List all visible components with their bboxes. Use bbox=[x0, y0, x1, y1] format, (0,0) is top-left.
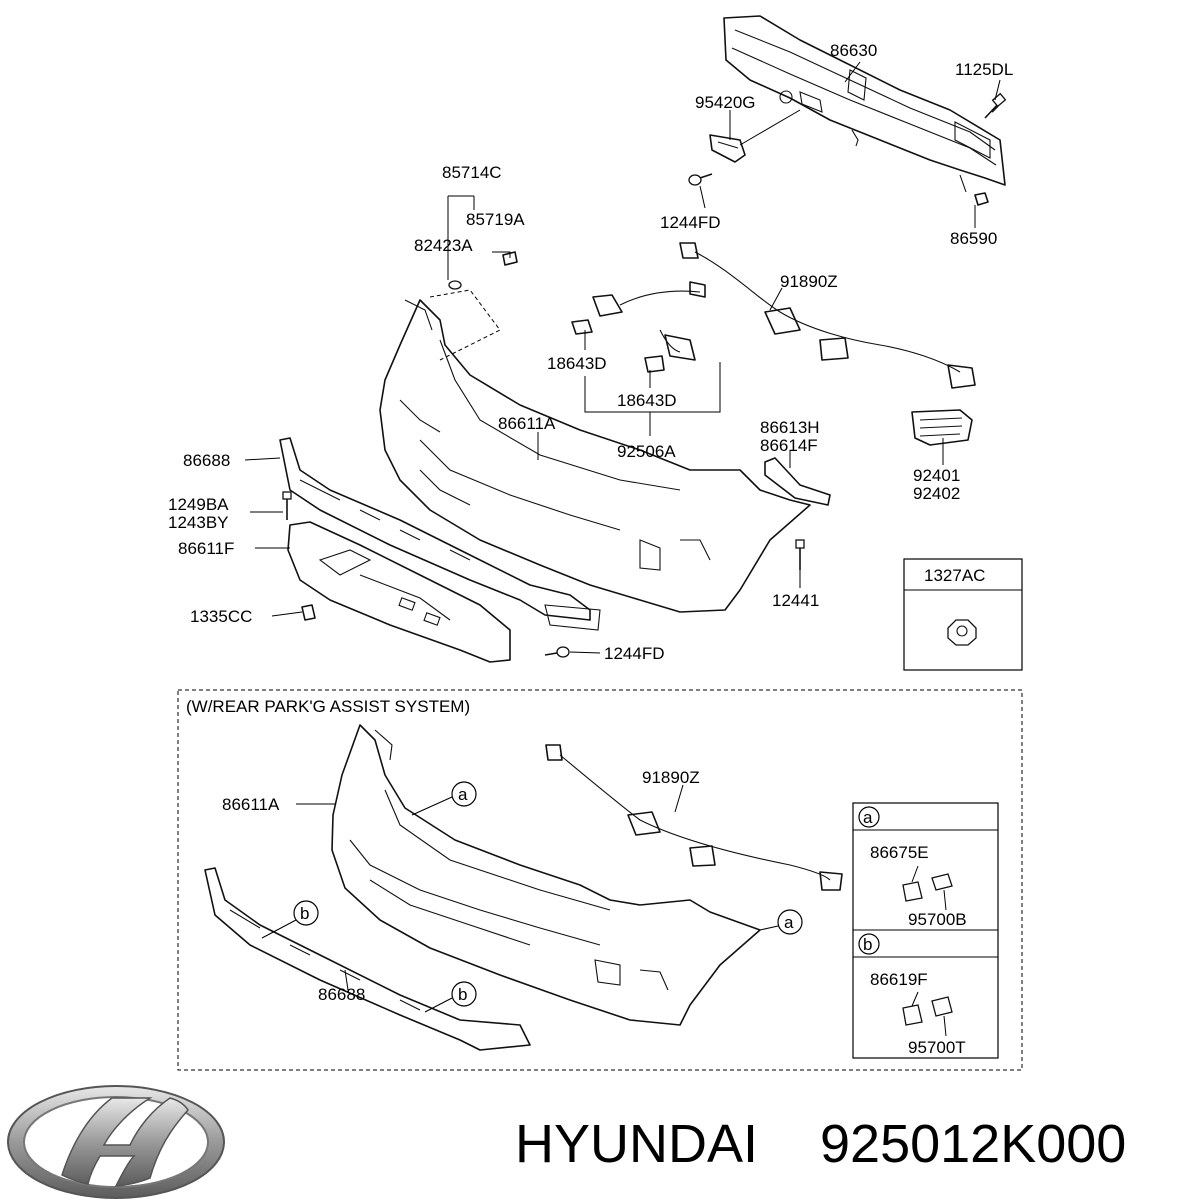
label-1243by: 1243BY bbox=[168, 513, 229, 532]
sensor-95700b-icon bbox=[931, 873, 953, 891]
label-1244fd-bottom: 1244FD bbox=[604, 644, 664, 663]
label-95700t: 95700T bbox=[908, 1038, 966, 1057]
label-1249ba: 1249BA bbox=[168, 495, 229, 514]
lower-trim-86688-part bbox=[279, 437, 591, 621]
bolt-1249ba-part bbox=[282, 491, 292, 520]
rear-bumper-bottom-part bbox=[331, 724, 761, 1026]
clip-82423a-part bbox=[448, 280, 462, 290]
screw-1244fd-top-part bbox=[688, 173, 713, 186]
label-92402: 92402 bbox=[913, 484, 960, 503]
screw-1244fd-bottom-part bbox=[544, 646, 570, 658]
label-91890z-top: 91890Z bbox=[780, 272, 838, 291]
nut-86590-part bbox=[974, 192, 989, 206]
label-85719a: 85719A bbox=[466, 210, 525, 229]
label-85714c: 85714C bbox=[442, 163, 502, 182]
bracket-86675e-icon bbox=[902, 881, 923, 902]
nut-1327ac-box: 1327AC bbox=[903, 558, 1023, 671]
leader-lines-top bbox=[244, 61, 1001, 654]
label-86614f: 86614F bbox=[760, 436, 818, 455]
label-86590: 86590 bbox=[950, 229, 997, 248]
label-1335cc: 1335CC bbox=[190, 607, 252, 626]
svg-text:b: b bbox=[300, 904, 309, 923]
label-92401: 92401 bbox=[913, 466, 960, 485]
section-title: (W/REAR PARK'G ASSIST SYSTEM) bbox=[186, 697, 470, 716]
screw-12441-part bbox=[795, 539, 805, 570]
label-86611a-top: 86611A bbox=[498, 414, 556, 433]
label-12441: 12441 bbox=[772, 591, 819, 610]
detail-box: a 86675E 95700B b 86619F bbox=[852, 802, 999, 1059]
label-86630: 86630 bbox=[830, 41, 877, 60]
label-86613h: 86613H bbox=[760, 418, 820, 437]
callout-a-1: a bbox=[411, 781, 477, 816]
bracket-86619f-icon bbox=[902, 1004, 923, 1026]
svg-text:a: a bbox=[784, 913, 794, 932]
callout-b-2: b bbox=[424, 981, 477, 1013]
callout-a-2: a bbox=[759, 909, 803, 935]
label-1327ac: 1327AC bbox=[924, 566, 985, 585]
hyundai-logo bbox=[7, 1085, 225, 1199]
reflector-part bbox=[911, 409, 973, 446]
label-1125dl: 1125DL bbox=[955, 60, 1013, 79]
detail-callout-b: b bbox=[858, 933, 880, 955]
lower-panel-86611f-part bbox=[287, 521, 601, 663]
svg-text:b: b bbox=[458, 985, 467, 1004]
label-86675e: 86675E bbox=[870, 843, 929, 862]
park-assist-section: (W/REAR PARK'G ASSIST SYSTEM) bbox=[177, 689, 1023, 1071]
bracket-95420g-part bbox=[709, 134, 746, 163]
label-86619f: 86619F bbox=[870, 970, 928, 989]
clip-1335cc-part bbox=[301, 604, 316, 621]
bolt-1125dl-part bbox=[984, 92, 1007, 119]
nut-1327ac-icon bbox=[947, 619, 977, 646]
label-18643d-b: 18643D bbox=[617, 391, 677, 410]
label-18643d-a: 18643D bbox=[547, 354, 607, 373]
label-95700b: 95700B bbox=[908, 910, 967, 929]
wiring-harness-bottom-part bbox=[545, 744, 843, 891]
rear-beam-part bbox=[723, 15, 1006, 193]
svg-text:a: a bbox=[863, 808, 873, 827]
part-number: 925012K000 bbox=[820, 1114, 1126, 1174]
detail-callout-a: a bbox=[858, 806, 880, 828]
label-86688-top: 86688 bbox=[183, 451, 230, 470]
svg-text:a: a bbox=[458, 785, 468, 804]
parking-sensor-harness-part bbox=[571, 281, 706, 373]
label-1244fd-top: 1244FD bbox=[660, 213, 720, 232]
sensor-95700t-icon bbox=[931, 996, 953, 1017]
label-86688-bottom: 86688 bbox=[318, 985, 365, 1004]
label-91890z-bottom: 91890Z bbox=[642, 768, 700, 787]
label-86611a-bottom: 86611A bbox=[222, 795, 280, 814]
label-95420g: 95420G bbox=[695, 93, 756, 112]
brand-name: HYUNDAI bbox=[515, 1114, 758, 1174]
svg-text:b: b bbox=[863, 935, 872, 954]
wiring-harness-top-part bbox=[679, 242, 976, 389]
clip-85719a-part bbox=[502, 251, 518, 266]
label-86611f: 86611F bbox=[178, 539, 234, 558]
bracket-86613h-part bbox=[764, 457, 831, 506]
label-82423a: 82423A bbox=[414, 236, 473, 255]
callout-b-1: b bbox=[261, 900, 319, 939]
lower-trim-bottom-part bbox=[204, 867, 531, 1051]
rear-bumper-top-part bbox=[379, 299, 811, 613]
label-92506a: 92506A bbox=[617, 442, 676, 461]
